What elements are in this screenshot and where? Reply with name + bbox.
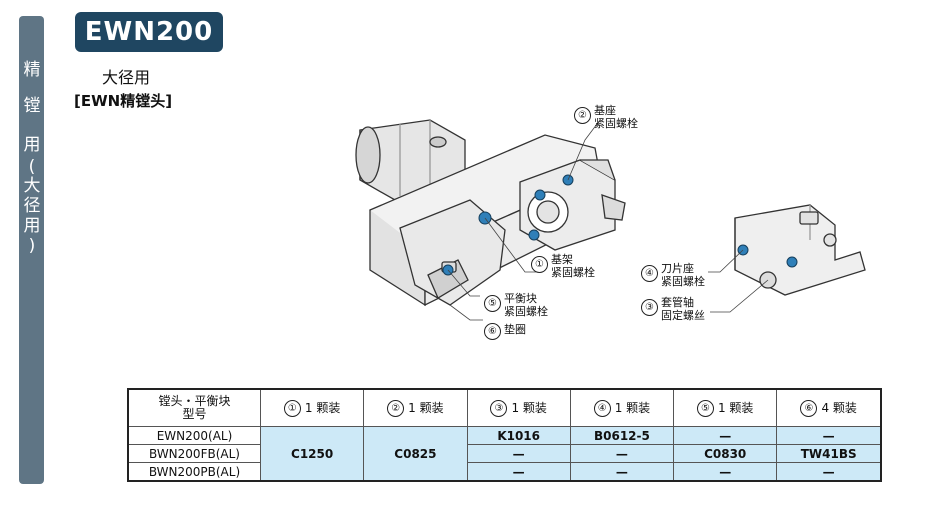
model-header-line2: 型号 <box>182 407 207 421</box>
callout-line2: 紧固螺栓 <box>661 275 705 288</box>
table-row: EWN200(AL) C1250 C0825 K1016 B0612-5 — — <box>127 426 882 482</box>
part-cell: C1250 <box>259 426 365 482</box>
part-cell: — <box>466 462 571 482</box>
model-cell: EWN200(AL) <box>127 426 261 445</box>
model-cell: BWN200PB(AL) <box>127 462 261 482</box>
model-cell: BWN200FB(AL) <box>127 444 261 463</box>
side-tab-char: 用 <box>23 216 41 236</box>
pack-quantity: 1 颗装 <box>717 401 754 415</box>
subtitle: 大径用 <box>102 68 151 87</box>
side-tab: 精 镗 用 ( 大 径 用 ) <box>19 16 44 484</box>
pack-quantity: 1 颗装 <box>511 401 547 415</box>
side-tab-char: 用 <box>23 135 41 155</box>
part-cell: — <box>673 426 778 445</box>
part-cell: TW41BS <box>776 444 882 463</box>
part-number: ③ <box>490 400 508 417</box>
side-tab-char: 镗 <box>23 96 41 116</box>
callout-line2: 紧固螺栓 <box>551 266 595 279</box>
side-tab-char: 径 <box>23 196 41 216</box>
pack-quantity: 4 颗装 <box>821 401 857 415</box>
callout-line2: 紧固螺栓 <box>594 117 638 130</box>
part-cell: — <box>673 462 778 482</box>
model-column-header: 镗头・平衡块 型号 <box>127 388 261 427</box>
callout-line1: 刀片座 <box>661 262 694 275</box>
callout-line1: 垫圈 <box>504 323 526 336</box>
part-number: ④ <box>593 400 611 417</box>
callout-line2: 固定螺丝 <box>661 309 705 322</box>
part-cell: C0830 <box>673 444 778 463</box>
side-tab-char: 大 <box>23 176 41 196</box>
side-tab-char: 精 <box>23 60 41 80</box>
boring-head-illustration <box>355 119 866 321</box>
side-tab-char: ( <box>28 157 36 177</box>
pack-quantity: 1 颗装 <box>304 401 341 415</box>
pack-quantity: 1 颗装 <box>408 401 444 415</box>
table-row: BWN200PB(AL) — — — — <box>127 462 882 482</box>
callout-line1: 基座 <box>594 104 616 117</box>
part-cell: — <box>569 444 675 463</box>
callout-number: ③ <box>641 299 658 316</box>
side-tab-char: ) <box>28 236 36 256</box>
callout-number: ⑥ <box>484 323 501 340</box>
callout-line2: 紧固螺栓 <box>504 305 548 318</box>
part-number: ⑤ <box>696 400 714 417</box>
part-cell: — <box>569 462 675 482</box>
product-series-title: [EWN精镗头] <box>74 92 173 110</box>
table-row: BWN200FB(AL) — — C0830 TW41BS <box>127 444 882 463</box>
part-cell: B0612-5 <box>569 426 675 445</box>
part-number: ② <box>387 400 405 417</box>
part-number: ⑥ <box>800 400 818 417</box>
callout-number: ④ <box>641 265 658 282</box>
callout-line1: 套管轴 <box>661 296 694 309</box>
callout-number: ⑤ <box>484 295 501 312</box>
model-header-line1: 镗头・平衡块 <box>158 394 231 408</box>
pack-quantity: 1 颗装 <box>614 401 651 415</box>
callout-line1: 平衡块 <box>504 292 537 305</box>
part-cell: — <box>466 444 571 463</box>
part-cell: — <box>776 462 882 482</box>
callout-number: ① <box>531 256 548 273</box>
part-cell: C0825 <box>363 426 468 482</box>
part-cell: K1016 <box>466 426 571 445</box>
product-title: EWN200 <box>75 12 223 52</box>
part-cell: — <box>776 426 882 445</box>
callout-number: ② <box>574 107 591 124</box>
callout-line1: 基架 <box>551 253 573 266</box>
part-number: ① <box>283 400 301 417</box>
